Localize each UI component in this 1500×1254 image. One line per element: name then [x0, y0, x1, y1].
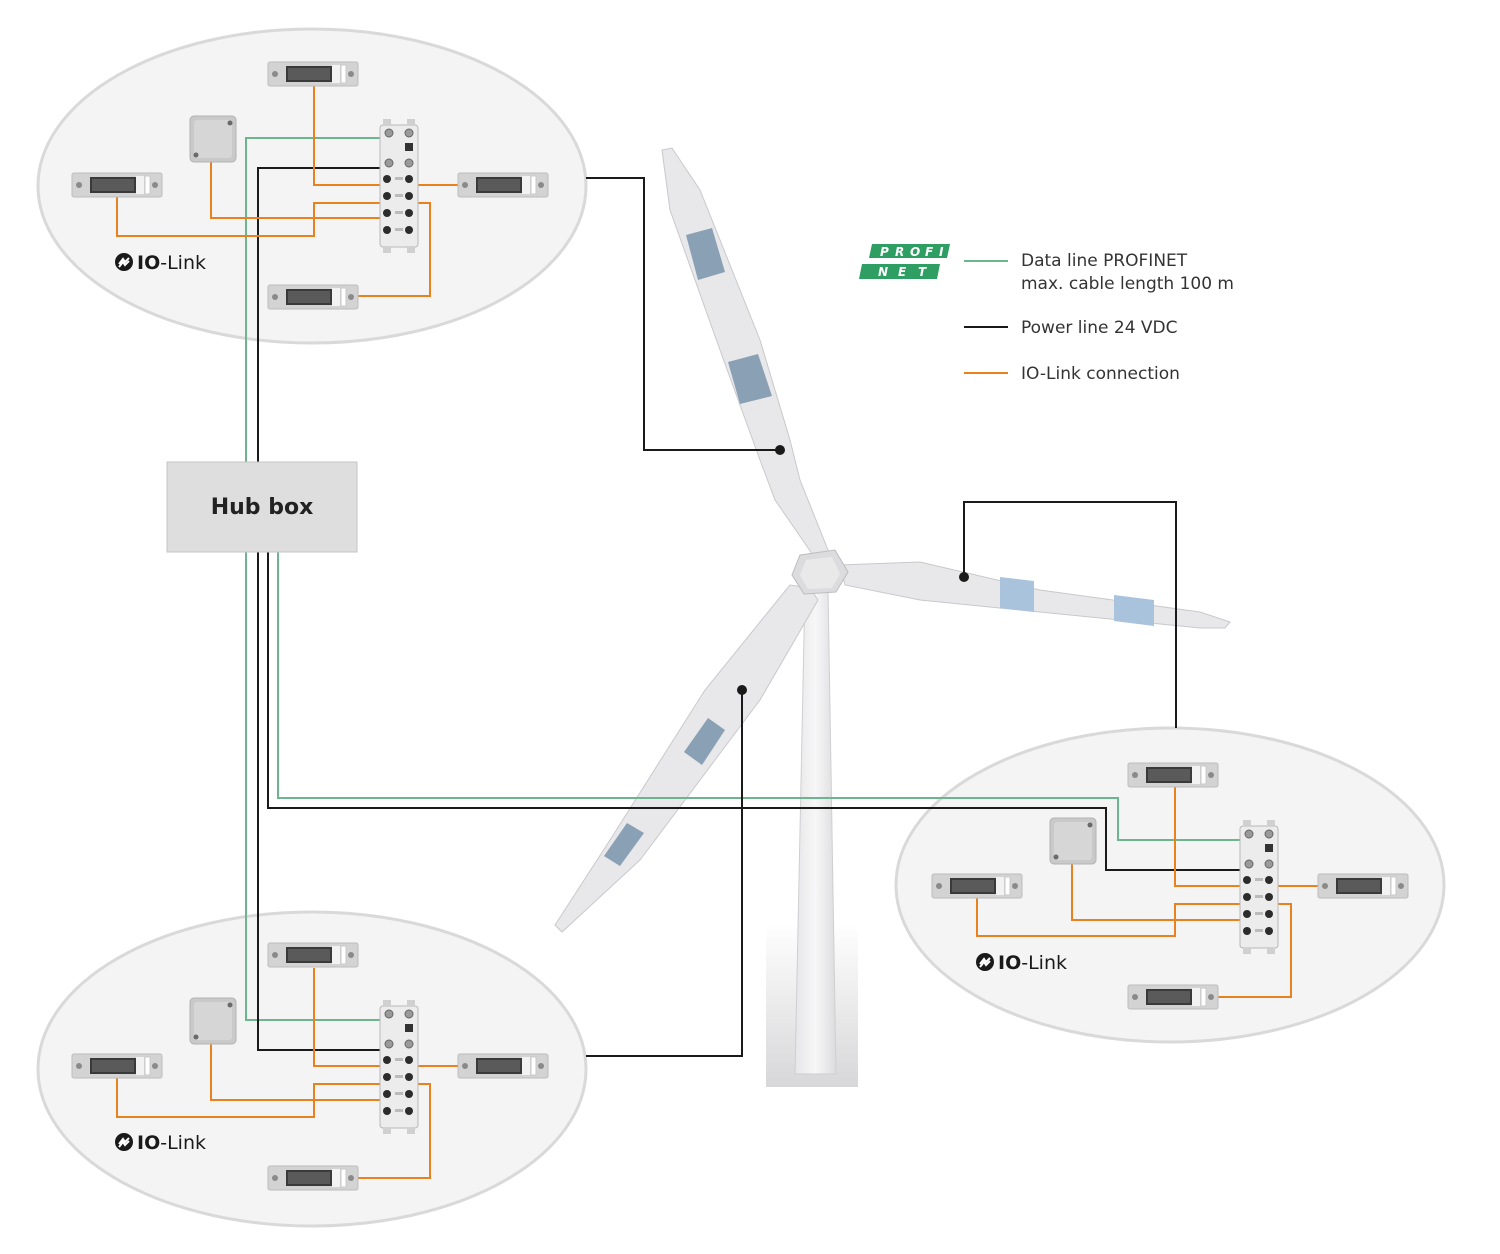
- io-link-logo-icon: IO-Link: [114, 1132, 206, 1154]
- io-link-logo-icon: IO-Link: [975, 952, 1067, 974]
- svg-text:I: I: [939, 245, 944, 259]
- iolink-bl-bottom-sensor: [358, 1083, 431, 1179]
- cluster-right: [894, 726, 1446, 1044]
- module-icon: [379, 118, 419, 254]
- cluster-bottom-left: [36, 910, 588, 1228]
- iolink-bl-top-sensor: [313, 968, 380, 1067]
- legend-item-data-line: Data line PROFINET max. cable length 100…: [964, 251, 1234, 294]
- iolink-bl-square: [210, 1044, 380, 1101]
- legend-power-line-label: Power line 24 VDC: [1021, 318, 1178, 338]
- sensor-icon: [457, 1053, 549, 1079]
- power-line-top-left: [257, 167, 380, 462]
- hub-box-label: Hub box: [211, 495, 314, 520]
- cluster-bottom-left-devices: IO-Link: [71, 942, 549, 1191]
- svg-text:T: T: [918, 265, 927, 279]
- wind-turbine-icon: [554, 147, 1231, 1087]
- iolink-r-left-sensor: [976, 898, 1240, 937]
- legend-data-line-sublabel: max. cable length 100 m: [1021, 274, 1234, 294]
- sensor-icon: [1049, 817, 1097, 865]
- sensor-icon: [931, 873, 1023, 899]
- cluster-top-left: [36, 27, 588, 345]
- legend-data-line-label: Data line PROFINET: [1021, 251, 1188, 271]
- sensor-icon: [267, 942, 359, 968]
- module-icon: [1239, 819, 1279, 955]
- sensor-icon: [267, 1165, 359, 1191]
- sensor-icon: [1317, 873, 1409, 899]
- sensor-icon: [1127, 984, 1219, 1010]
- sensor-icon: [71, 172, 163, 198]
- data-line-top-left: [245, 137, 380, 462]
- svg-text:IO-Link: IO-Link: [137, 252, 206, 274]
- sensor-icon: [71, 1053, 163, 1079]
- io-link-logo-icon: IO-Link: [114, 252, 206, 274]
- data-line-bottom-left: [245, 552, 380, 1021]
- svg-text:O: O: [910, 245, 920, 259]
- sensor-icon: [189, 997, 237, 1045]
- power-line-blade-top: [586, 177, 780, 451]
- module-icon: [379, 999, 419, 1135]
- iolink-tl-bottom-sensor: [358, 202, 431, 297]
- svg-text:IO-Link: IO-Link: [998, 952, 1067, 974]
- sensor-icon: [457, 172, 549, 198]
- svg-text:R: R: [895, 245, 904, 259]
- svg-text:E: E: [898, 265, 907, 279]
- power-line-blade-right: [963, 501, 1177, 728]
- svg-text:N: N: [878, 265, 888, 279]
- legend-item-iolink: IO-Link connection: [964, 364, 1180, 384]
- profinet-logo-icon: P R O F I N E T: [859, 244, 950, 279]
- iolink-r-bottom-sensor: [1218, 903, 1292, 998]
- svg-text:F: F: [925, 245, 934, 259]
- sensor-icon: [267, 284, 359, 310]
- iolink-r-square: [1071, 864, 1240, 921]
- power-line-right: [267, 552, 1240, 871]
- iolink-r-top-sensor: [1174, 787, 1240, 887]
- iolink-bl-left-sensor: [116, 1078, 380, 1118]
- power-line-bottom-left: [257, 552, 380, 1051]
- data-line-right: [277, 552, 1240, 841]
- cluster-top-left-devices: IO-Link: [71, 61, 549, 310]
- iolink-tl-left-sensor: [116, 197, 380, 237]
- legend-iolink-label: IO-Link connection: [1021, 364, 1180, 384]
- power-line-blade-left: [586, 690, 743, 1057]
- hub-box: Hub box: [166, 461, 358, 553]
- legend: P R O F I N E T Data line PROFINET max. …: [859, 244, 1234, 384]
- svg-text:P: P: [880, 245, 889, 259]
- sensor-icon: [1127, 762, 1219, 788]
- iolink-tl-top-sensor: [313, 86, 380, 186]
- cluster-right-devices: IO-Link: [931, 762, 1409, 1010]
- sensor-icon: [189, 115, 237, 163]
- iolink-tl-square: [210, 162, 380, 219]
- legend-item-power-line: Power line 24 VDC: [964, 318, 1178, 338]
- sensor-icon: [267, 61, 359, 87]
- svg-text:IO-Link: IO-Link: [137, 1132, 206, 1154]
